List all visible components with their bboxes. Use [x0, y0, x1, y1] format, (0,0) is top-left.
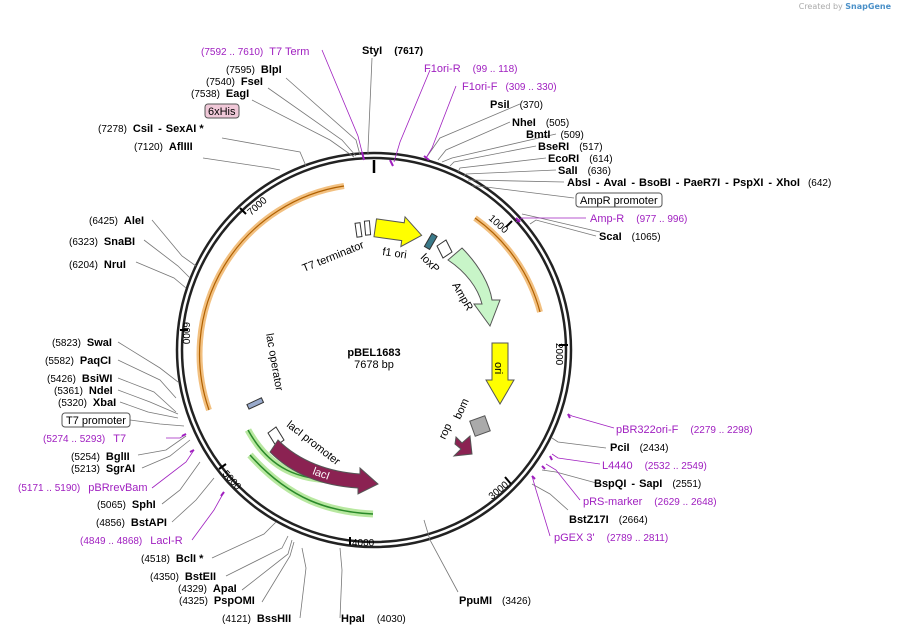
- enzyme-ndei[interactable]: (5361)NdeI: [54, 385, 113, 397]
- enzyme-bmti[interactable]: BmtI(509): [526, 129, 584, 141]
- tick-label-4000: 4000: [352, 538, 375, 549]
- enzyme-csii[interactable]: (7278)CsiI-SexAI *: [98, 123, 204, 135]
- enzyme-apai[interactable]: (4329)ApaI: [178, 583, 237, 595]
- ampr-arrow: [447, 247, 501, 328]
- enzyme-leader-lines: [117, 57, 607, 619]
- lac-operator-label: lac operator: [263, 332, 285, 392]
- snapgene-credit: Created by SnapGene: [799, 2, 891, 11]
- enzyme-blpi[interactable]: (7595)BlpI: [226, 64, 282, 76]
- t7-terminator-feature: [354, 222, 363, 238]
- ampr-promoter-label: AmpR promoter: [580, 195, 658, 207]
- ori-label: ori: [492, 362, 504, 374]
- enzyme-pspomi[interactable]: (4325)PspOMI: [179, 595, 255, 607]
- enzyme-bsshii[interactable]: (4121)BssHII: [222, 613, 291, 625]
- primer-f1orir[interactable]: F1ori-R(99 .. 118): [424, 63, 518, 75]
- enzyme-hpai[interactable]: HpaI(4030): [341, 613, 406, 625]
- enzyme-eagi[interactable]: (7538)EagI: [191, 88, 249, 100]
- sixhis-box[interactable]: [204, 103, 240, 119]
- enzyme-ppumi[interactable]: PpuMI(3426): [459, 595, 531, 607]
- t7-promoter-box[interactable]: [61, 412, 131, 428]
- plasmid-name: pBEL1683: [347, 347, 400, 359]
- snapgene-logo: SnapGene: [845, 2, 891, 11]
- bom-label: bom: [452, 397, 472, 421]
- orf-arc-right-line: [474, 217, 541, 313]
- laci-arrow: [269, 439, 379, 495]
- ampr-promoter-feature: [436, 239, 453, 259]
- enzyme-sgrai[interactable]: (5213)SgrAI: [71, 463, 135, 475]
- enzyme-bsteii[interactable]: (4350)BstEII: [150, 571, 216, 583]
- plasmid-size: 7678 bp: [354, 359, 394, 371]
- primer-ampr[interactable]: Amp-R(977 .. 996): [590, 213, 687, 225]
- primer-pgex3[interactable]: pGEX 3'(2789 .. 2811): [554, 532, 668, 544]
- backbone-outer: [175, 151, 573, 549]
- t7-promoter-label: T7 promoter: [66, 415, 126, 427]
- enzyme-scai[interactable]: ScaI(1065): [599, 231, 661, 243]
- primer-t7[interactable]: (5274 .. 5293)T7: [43, 433, 126, 445]
- lac-operator-feature: [246, 397, 265, 410]
- ampr-promoter-box[interactable]: [575, 192, 663, 208]
- enzyme-sali[interactable]: SalI(636): [558, 165, 611, 177]
- primer-t7term-range: (7592 .. 7610)T7 Term: [201, 46, 309, 58]
- primer-pbr322orif[interactable]: pBR322ori-F(2279 .. 2298): [616, 424, 753, 436]
- enzyme-fsei[interactable]: (7540)FseI: [206, 76, 263, 88]
- t7-terminator-feature-2: [363, 220, 372, 236]
- enzyme-bstapi[interactable]: (4856)BstAPI: [96, 517, 167, 529]
- f1-ori-arrow: [373, 215, 423, 248]
- primer-pbrrevbam[interactable]: (5171 .. 5190)pBRrevBam: [18, 482, 148, 494]
- enzyme-xhoi-group[interactable]: AbsI-AvaI-BsoBI-PaeR7I-PspXI-XhoI(642): [567, 177, 831, 189]
- primer-f1orif[interactable]: F1ori-F(309 .. 330): [462, 81, 557, 93]
- f1-ori-label: f1 ori: [382, 246, 408, 261]
- bom-feature: [469, 415, 491, 437]
- enzyme-bglii[interactable]: (5254)BglII: [71, 451, 130, 463]
- enzyme-alei[interactable]: (6425)AleI: [89, 215, 144, 227]
- backbone-inner: [180, 156, 568, 544]
- enzyme-styi[interactable]: StyI(7617): [362, 45, 423, 57]
- tick-label-3000: 3000: [487, 479, 511, 502]
- loxp-feature: [423, 232, 438, 251]
- orf-green-2-line: [249, 454, 374, 515]
- laci-label: lacI: [311, 466, 331, 483]
- loxp-label: loxP: [418, 252, 442, 276]
- rop-label: rop: [437, 422, 455, 441]
- enzyme-sphi[interactable]: (5065)SphI: [97, 499, 156, 511]
- primer-l4440[interactable]: L4440(2532 .. 2549): [602, 460, 707, 472]
- primer-lacir[interactable]: (4849 .. 4868)LacI-R: [80, 535, 183, 547]
- enzyme-paqci[interactable]: (5582)PaqCI: [45, 355, 111, 367]
- enzyme-psii[interactable]: PsiI(370): [490, 99, 543, 111]
- enzyme-bspqi-sapi[interactable]: BspQI-SapI(2551): [594, 478, 701, 490]
- rop-arrow: [452, 434, 473, 457]
- enzyme-bsiwi[interactable]: (5426)BsiWI: [47, 373, 112, 385]
- enzyme-snabi[interactable]: (6323)SnaBI: [69, 236, 135, 248]
- tick-label-6000: 6000: [180, 322, 191, 345]
- enzyme-pcii[interactable]: PciI(2434): [610, 442, 668, 454]
- enzyme-ecori[interactable]: EcoRI(614): [548, 153, 613, 165]
- primer-site-marks: [181, 151, 571, 497]
- enzyme-bseri[interactable]: BseRI(517): [538, 141, 603, 153]
- enzyme-xbai[interactable]: (5320)XbaI: [58, 397, 116, 409]
- t7-terminator-label: T7 terminator: [301, 239, 366, 275]
- sixhis-label: 6xHis: [208, 106, 236, 118]
- enzyme-aflii[interactable]: (7120)AflIII: [134, 141, 193, 153]
- enzyme-swai[interactable]: (5823)SwaI: [52, 337, 112, 349]
- tick-marks: [180, 207, 568, 545]
- primer-prsmarker[interactable]: pRS-marker(2629 .. 2648): [583, 496, 717, 508]
- credit-prefix: Created by: [798, 2, 843, 11]
- tick-label-2000: 2000: [553, 343, 564, 366]
- ori-arrow: [485, 342, 515, 405]
- laci-promoter-feature: [267, 426, 285, 447]
- enzyme-bstz17i[interactable]: BstZ17I(2664): [569, 514, 648, 526]
- enzyme-bcli[interactable]: (4518)BclI *: [141, 553, 204, 565]
- tick-label-5000: 5000: [220, 469, 243, 493]
- enzyme-nhei[interactable]: NheI(505): [512, 117, 569, 129]
- ampr-label: AmpR: [449, 281, 475, 314]
- enzyme-nrui[interactable]: (6204)NruI: [69, 259, 126, 271]
- orf-arc-left-line: [198, 185, 345, 411]
